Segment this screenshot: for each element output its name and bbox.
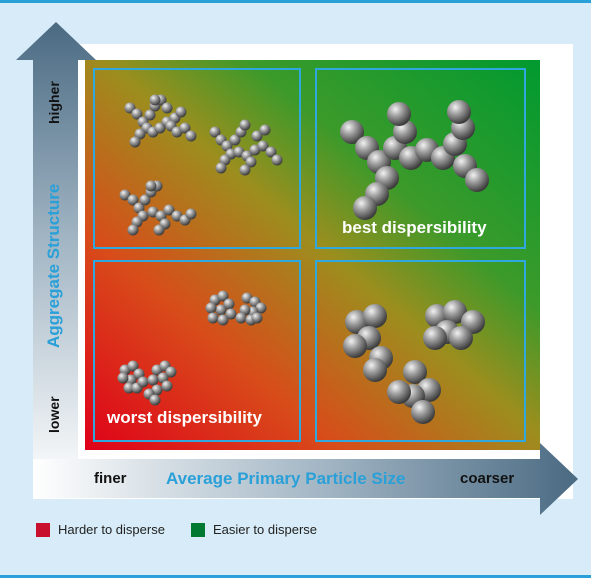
particle: [179, 122, 191, 134]
particle: [387, 380, 411, 404]
quadrant-fine-high: [93, 68, 301, 249]
y-axis-title: Aggregate Structure: [44, 183, 63, 348]
particle: [137, 376, 149, 388]
particle: [123, 382, 135, 394]
particle: [217, 314, 229, 326]
particle: [175, 106, 187, 118]
particle: [363, 304, 387, 328]
x-axis-low-label: finer: [94, 470, 127, 487]
particle: [225, 308, 237, 320]
particle: [127, 360, 139, 372]
particle: [251, 130, 263, 142]
particle: [251, 312, 263, 324]
y-axis-arrow: [16, 22, 96, 492]
legend-item-easy: Easier to disperse: [190, 522, 318, 537]
legend-label-hard: Harder to disperse: [58, 522, 165, 537]
particle: [215, 162, 227, 174]
particle: [223, 298, 235, 310]
particle: [239, 164, 251, 176]
quadrant-coarse-high: best dispersibility: [315, 68, 526, 249]
particle: [144, 109, 156, 121]
large-branched-aggregate: [340, 100, 489, 220]
aggregate-group: [340, 100, 489, 220]
quadrant-fine-low: worst dispersibility: [93, 260, 301, 442]
particle: [127, 194, 139, 206]
particle: [465, 168, 489, 192]
particle: [340, 120, 364, 144]
particle: [387, 102, 411, 126]
particle: [215, 304, 227, 316]
legend: Harder to disperse Easier to disperse: [36, 522, 343, 537]
x-axis-high-label: coarser: [460, 470, 515, 487]
particle: [239, 119, 251, 131]
aggregate-group: [343, 300, 485, 424]
particle: [449, 326, 473, 350]
particle: [129, 136, 141, 148]
particle: [205, 302, 217, 314]
particle: [207, 312, 219, 324]
particle: [411, 400, 435, 424]
particle: [147, 374, 159, 386]
particle: [161, 102, 173, 114]
legend-item-hard: Harder to disperse: [36, 522, 165, 537]
particle: [117, 372, 129, 384]
particle: [149, 394, 161, 406]
particle: [145, 180, 157, 192]
particle: [423, 326, 447, 350]
particle: [235, 312, 247, 324]
x-axis-title: Average Primary Particle Size: [166, 469, 406, 488]
y-axis-high-label: higher: [46, 81, 62, 124]
particle: [245, 156, 257, 168]
quadrant-coarse-low: [315, 260, 526, 442]
particle: [149, 94, 161, 106]
particle: [403, 360, 427, 384]
small-compact-aggregates: [117, 290, 267, 406]
particle: [131, 108, 143, 120]
particle: [153, 224, 165, 236]
aggregate-group: [119, 94, 283, 236]
particle: [165, 366, 177, 378]
best-dispersibility-label: best dispersibility: [342, 218, 487, 237]
particle: [229, 134, 241, 146]
particle: [259, 124, 271, 136]
particle: [119, 189, 131, 201]
x-axis-arrow: [33, 443, 578, 515]
legend-swatch-easy: [190, 522, 205, 537]
particle: [443, 300, 467, 324]
aggregate-group: [117, 290, 267, 406]
particle: [127, 224, 139, 236]
particle: [257, 140, 269, 152]
particle: [185, 130, 197, 142]
particle: [363, 358, 387, 382]
particle: [209, 126, 221, 138]
worst-dispersibility-label: worst dispersibility: [107, 408, 262, 427]
particle: [353, 196, 377, 220]
particle: [447, 100, 471, 124]
particle: [271, 154, 283, 166]
y-axis-low-label: lower: [46, 396, 62, 433]
legend-label-easy: Easier to disperse: [212, 522, 318, 537]
dispersibility-matrix: best dispersibility worst dispersibility: [85, 60, 540, 450]
particle: [265, 146, 277, 158]
particle: [185, 208, 197, 220]
small-branched-aggregates: [119, 94, 283, 236]
particle: [163, 204, 175, 216]
particle: [139, 194, 151, 206]
particle: [161, 380, 173, 392]
particle: [343, 334, 367, 358]
large-compact-aggregates: [343, 300, 485, 424]
particle: [134, 128, 146, 140]
particle: [217, 290, 229, 302]
legend-swatch-hard: [36, 522, 50, 537]
